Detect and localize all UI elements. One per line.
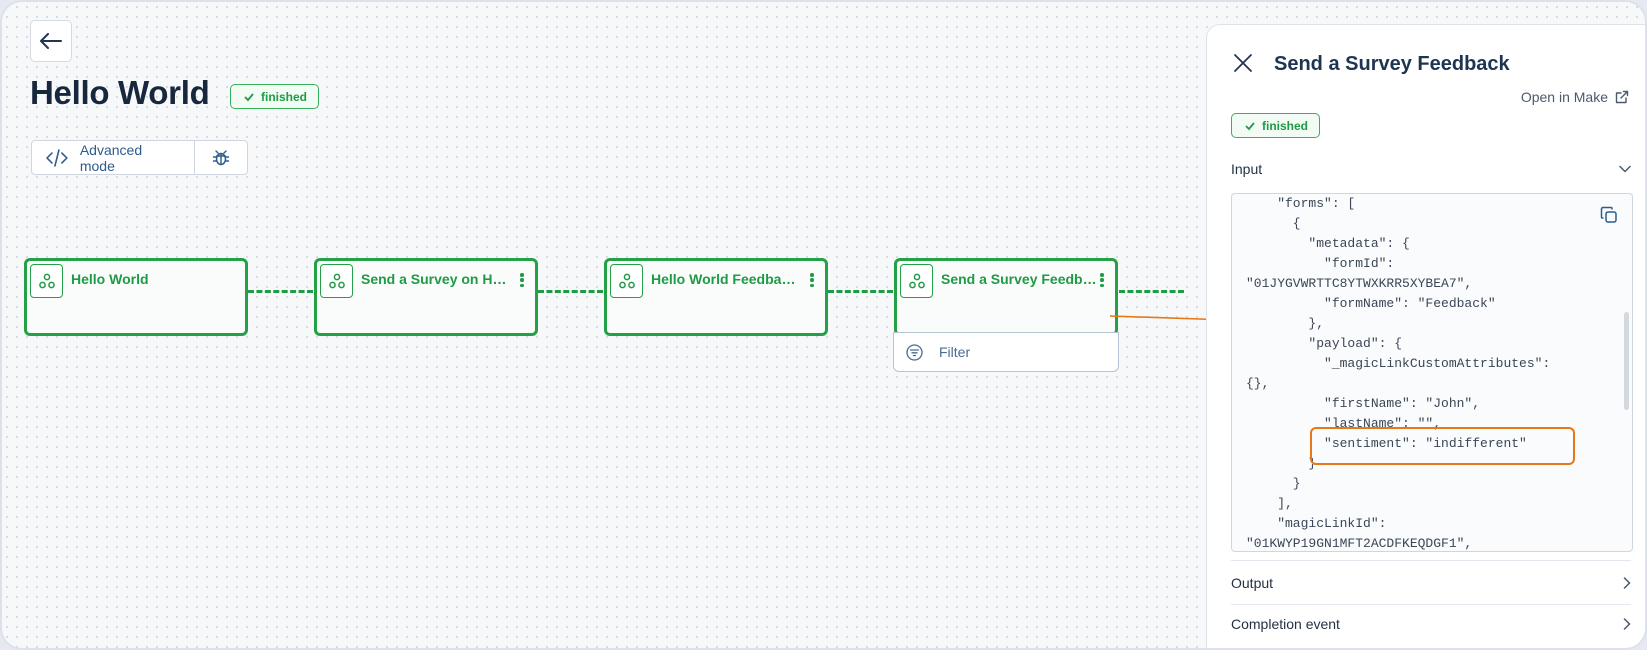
close-button[interactable] <box>1231 51 1255 75</box>
input-section-header[interactable]: Input <box>1231 149 1631 189</box>
code-line: "magicLinkId": <box>1246 516 1387 531</box>
panel-status-badge: finished <box>1231 113 1321 138</box>
panel-title: Send a Survey Feedback <box>1274 53 1510 75</box>
check-icon <box>1245 121 1255 130</box>
back-button[interactable] <box>30 20 72 62</box>
code-line: }, <box>1246 316 1325 331</box>
code-line: "_magicLinkCustomAttributes": <box>1246 356 1551 371</box>
code-line: "formName": "Feedback" <box>1246 296 1496 311</box>
workflow-node-survey-feedback[interactable]: Send a Survey Feedback <box>894 258 1118 336</box>
code-line: ], <box>1246 496 1293 511</box>
input-code-viewer[interactable]: "forms": [ { "metadata": { "formId": "01J… <box>1231 193 1633 552</box>
bug-icon <box>212 149 230 165</box>
arrow-left-icon <box>40 33 62 49</box>
connector <box>828 290 893 293</box>
divider <box>1231 560 1631 561</box>
connector <box>248 290 313 293</box>
code-line: "metadata": { <box>1246 236 1410 251</box>
debug-button[interactable] <box>194 141 247 174</box>
details-panel: Send a Survey Feedback Open in Make fini… <box>1206 24 1645 648</box>
code-line: "sentiment": "indifferent" <box>1246 436 1527 451</box>
open-in-make-label: Open in Make <box>1520 89 1608 105</box>
filter-button[interactable]: Filter <box>893 332 1119 372</box>
status-badge-label: finished <box>261 89 308 104</box>
webhook-icon <box>320 264 353 298</box>
advanced-mode-button[interactable]: Advanced mode <box>32 141 194 174</box>
advanced-mode-label: Advanced mode <box>79 141 143 174</box>
workflow-node-feedback[interactable]: Hello World Feedback... <box>604 258 828 336</box>
workflow-node-hello-world[interactable]: Hello World <box>24 258 248 336</box>
kebab-menu-icon[interactable] <box>1098 271 1106 289</box>
close-icon <box>1234 54 1252 72</box>
node-title: Hello World Feedback... <box>651 271 801 287</box>
external-link-icon <box>1615 90 1629 104</box>
filter-label: Filter <box>939 344 971 360</box>
node-title: Send a Survey on Hell... <box>361 271 511 287</box>
chevron-right-icon <box>1623 618 1631 630</box>
node-title: Hello World <box>71 271 149 287</box>
scrollbar-thumb[interactable] <box>1624 312 1629 410</box>
webhook-icon <box>900 264 933 298</box>
code-line: "payload": { <box>1246 336 1403 351</box>
completion-event-label: Completion event <box>1231 616 1340 632</box>
workflow-node-send-survey[interactable]: Send a Survey on Hell... <box>314 258 538 336</box>
code-line: "forms": [ <box>1246 196 1356 211</box>
check-icon <box>244 92 254 101</box>
code-line: { <box>1246 216 1301 231</box>
completion-event-section-header[interactable]: Completion event <box>1231 604 1631 644</box>
code-icon <box>46 148 68 167</box>
sentiment-highlight <box>1310 427 1575 465</box>
code-line: {}, <box>1246 376 1270 391</box>
open-in-make-link[interactable]: Open in Make <box>1521 89 1629 105</box>
code-line: "01JYGVWRTTC8YTWXKRR5XYBEA7", <box>1246 276 1473 291</box>
chevron-down-icon <box>1619 165 1631 173</box>
code-content: "forms": [ { "metadata": { "formId": "01J… <box>1246 194 1551 551</box>
status-badge: finished <box>230 84 320 109</box>
code-line: "01KWYP19GN1MFT2ACDFKEQDGF1", <box>1246 536 1473 551</box>
kebab-menu-icon[interactable] <box>808 271 816 289</box>
output-section-header[interactable]: Output <box>1231 563 1631 603</box>
webhook-icon <box>610 264 643 298</box>
page-title: Hello World <box>30 74 210 111</box>
divider <box>1231 604 1631 605</box>
kebab-menu-icon[interactable] <box>518 271 526 289</box>
filter-icon <box>906 343 923 361</box>
chevron-right-icon <box>1623 577 1631 589</box>
code-line: "formId": <box>1246 256 1395 271</box>
webhook-icon <box>30 264 63 298</box>
code-line: "firstName": "John", <box>1246 396 1481 411</box>
input-section-label: Input <box>1231 161 1263 177</box>
node-title: Send a Survey Feedback <box>941 271 1101 287</box>
connector <box>538 290 603 293</box>
code-line: } <box>1246 476 1301 491</box>
output-section-label: Output <box>1231 575 1274 591</box>
copy-icon[interactable] <box>1600 206 1618 224</box>
mode-toolbar: Advanced mode <box>31 140 248 175</box>
status-badge-label: finished <box>1262 118 1309 133</box>
connector <box>1119 290 1184 293</box>
